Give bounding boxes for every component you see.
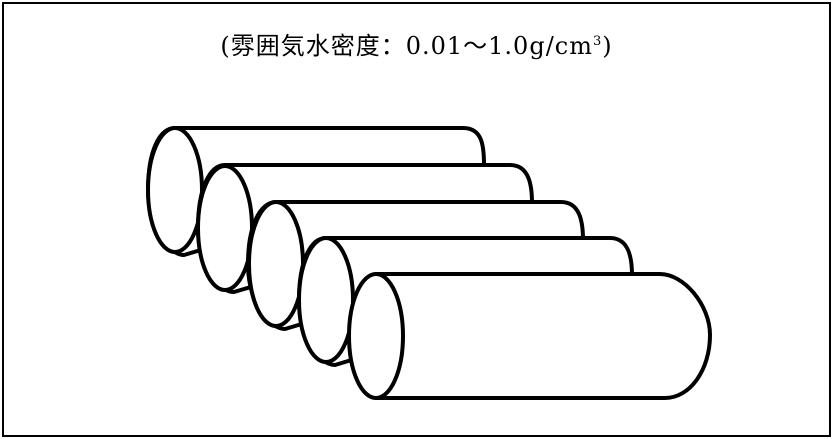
caption-superscript: 3	[592, 34, 603, 49]
water-density-caption: (雰囲気水密度：0.01～1.0g/cm3)	[4, 26, 829, 61]
cylinder-4-end	[297, 236, 355, 364]
cylinder-5	[347, 272, 712, 400]
cylinder-3-end	[247, 200, 305, 328]
caption-text: (雰囲気水密度：0.01～1.0g/cm	[220, 32, 593, 60]
cylinder-1-end	[146, 126, 204, 254]
cylinder-2-end	[196, 164, 254, 292]
cylinder-5-body	[374, 272, 712, 400]
caption-close: )	[602, 32, 613, 60]
cylinder-5-end	[347, 272, 405, 400]
